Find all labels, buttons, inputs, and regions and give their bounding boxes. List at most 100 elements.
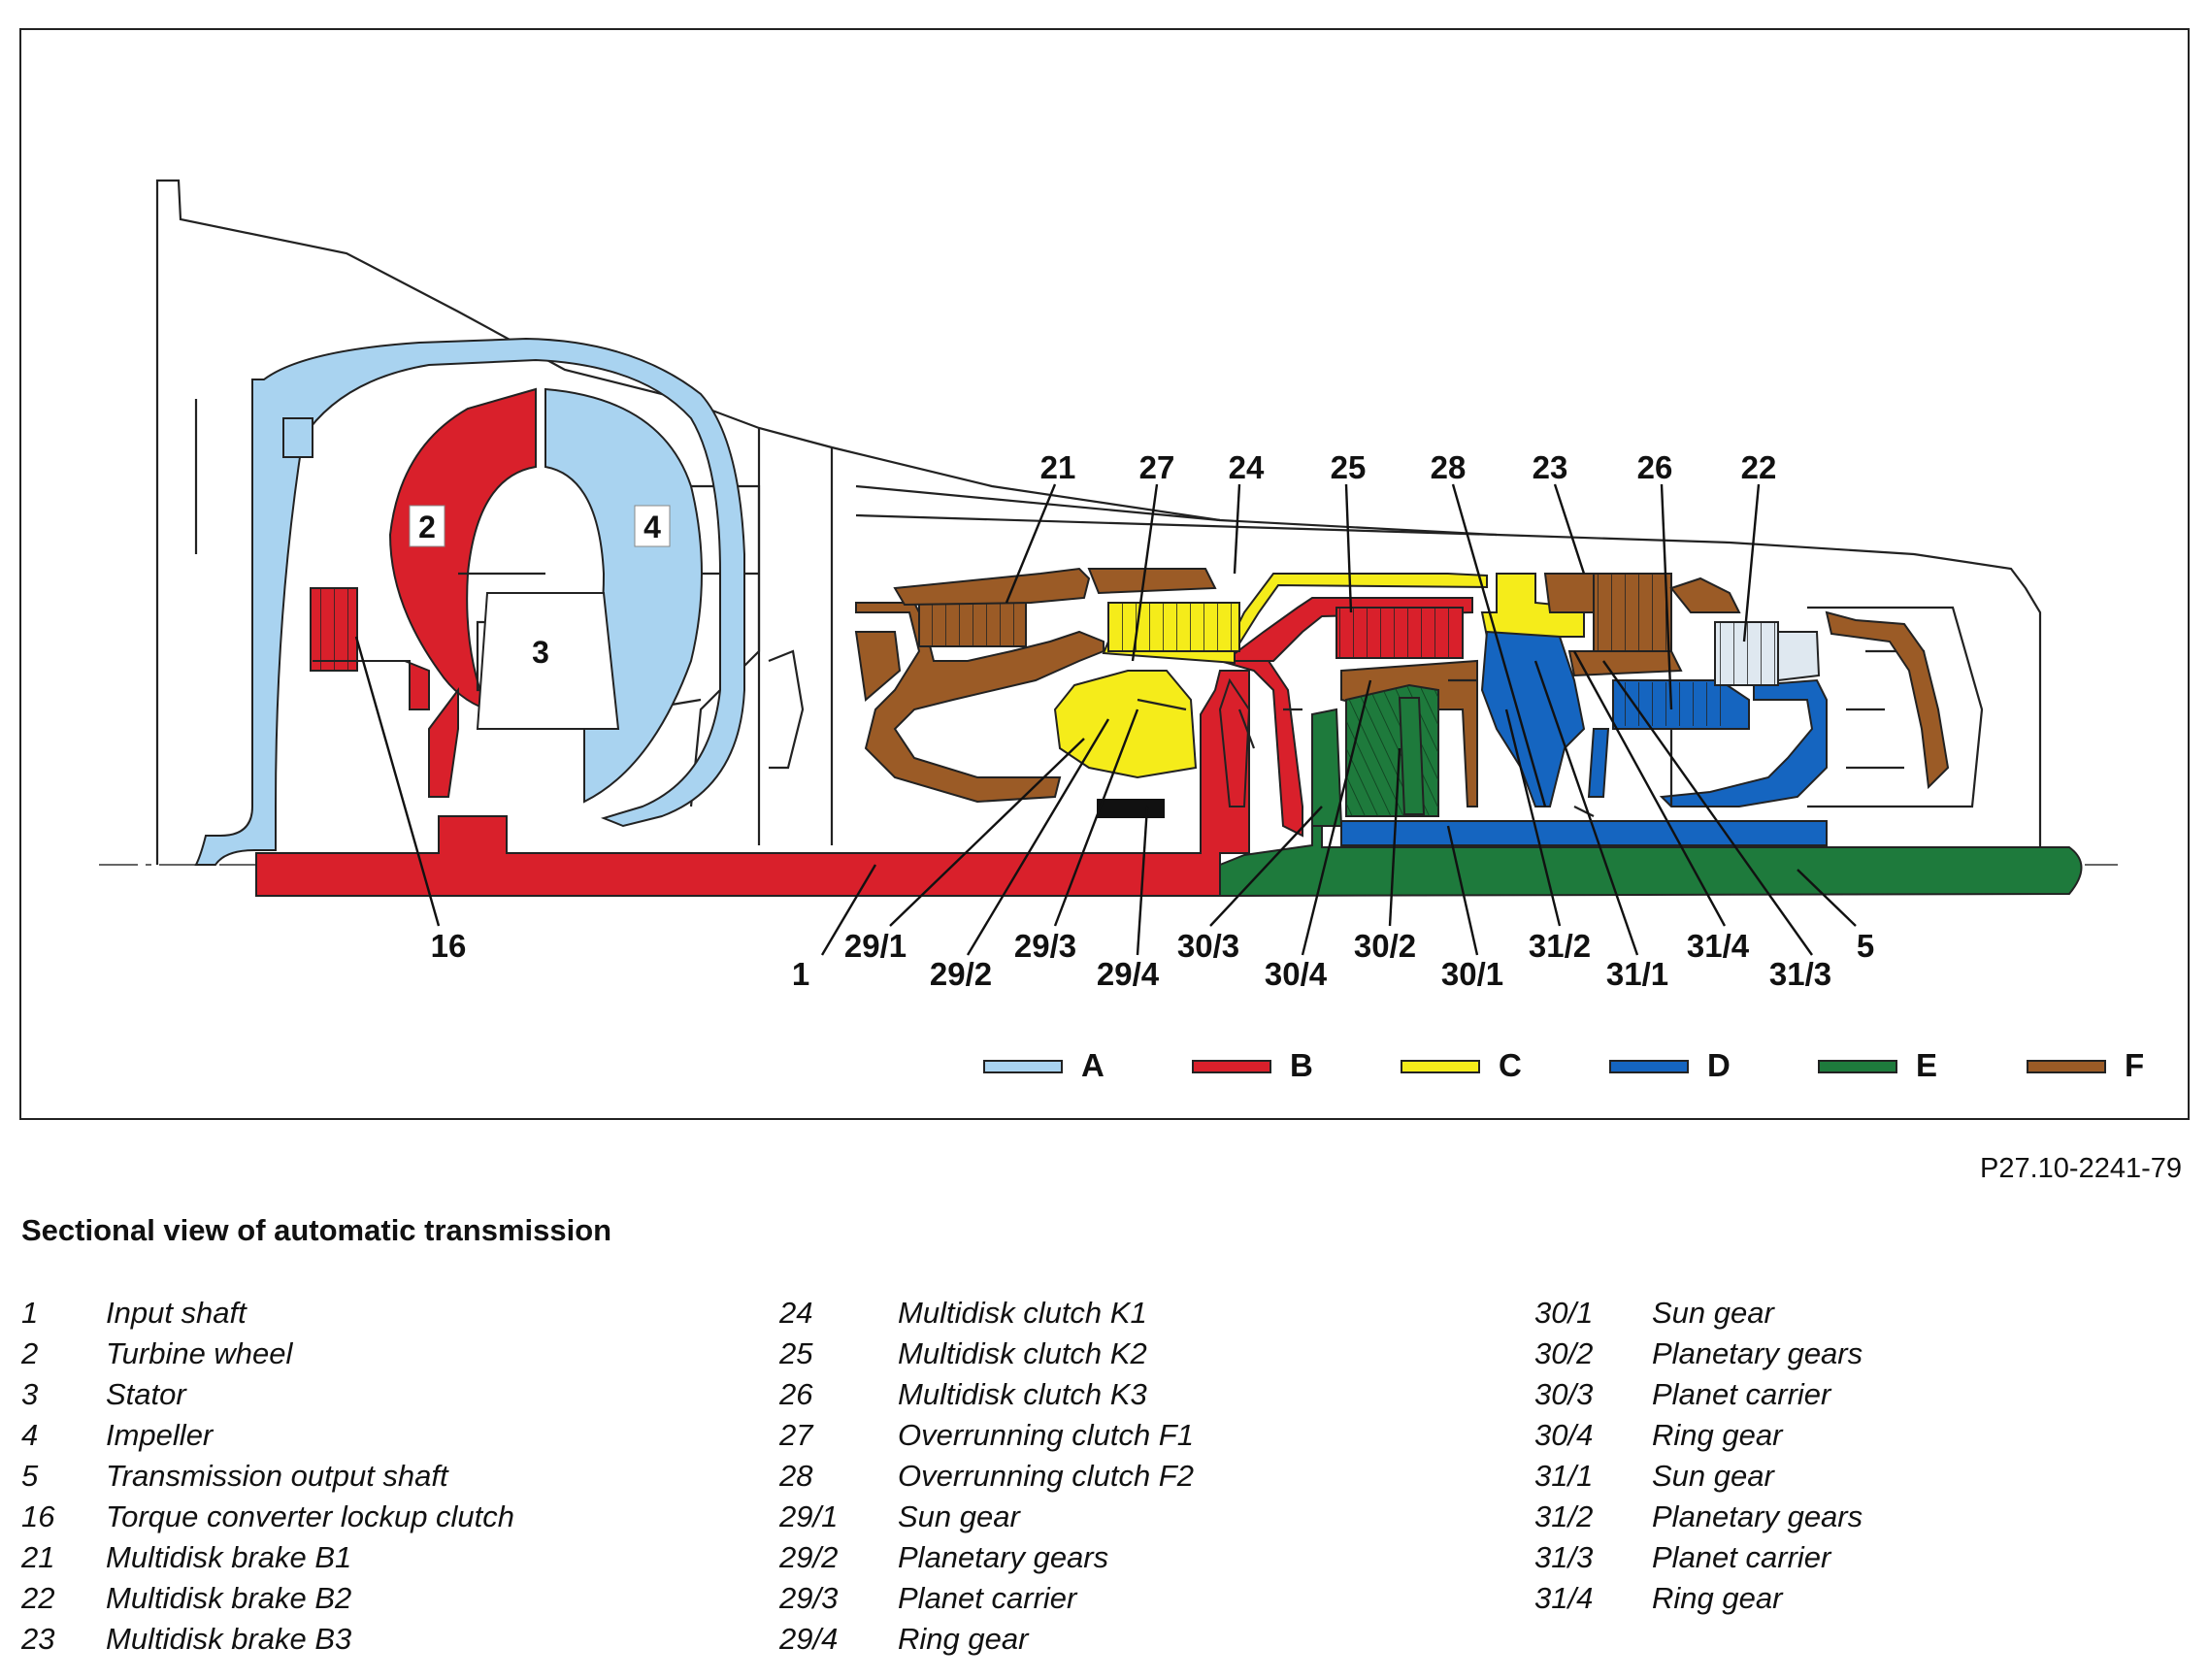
stator-block bbox=[476, 592, 620, 730]
legend-number: 2 bbox=[21, 1336, 39, 1370]
callout-25: 25 bbox=[1331, 449, 1367, 485]
legend-text: Multidisk brake B2 bbox=[106, 1581, 352, 1615]
legend-text: Planetary gears bbox=[1652, 1336, 1863, 1370]
callout-24: 24 bbox=[1229, 449, 1265, 485]
transmission-figure: 2 4 3 bbox=[19, 28, 2190, 1120]
legend-text: Transmission output shaft bbox=[106, 1459, 448, 1493]
callout-29-2: 29/2 bbox=[930, 956, 992, 992]
legend-text: Multidisk clutch K1 bbox=[898, 1296, 1147, 1330]
color-key-swatch bbox=[1192, 1060, 1271, 1073]
callout-16: 16 bbox=[431, 928, 467, 964]
legend-number: 30/3 bbox=[1534, 1377, 1594, 1411]
label-turbine: 2 bbox=[418, 510, 436, 544]
legend-row: 29/1 Sun gear bbox=[779, 1497, 1194, 1537]
color-key-label: A bbox=[1081, 1047, 1104, 1083]
legend-text: Input shaft bbox=[106, 1296, 247, 1330]
legend-number: 22 bbox=[21, 1581, 55, 1615]
legend-number: 4 bbox=[21, 1418, 39, 1452]
legend-row: 30/2 Planetary gears bbox=[1534, 1334, 1863, 1374]
legend-number: 1 bbox=[21, 1296, 39, 1330]
legend-text: Sun gear bbox=[898, 1499, 1020, 1533]
callout-29-4: 29/4 bbox=[1097, 956, 1160, 992]
legend-row: 27 Overrunning clutch F1 bbox=[779, 1415, 1194, 1456]
color-key-swatch bbox=[1609, 1060, 1689, 1073]
legend-text: Sun gear bbox=[1652, 1296, 1774, 1330]
callout-28: 28 bbox=[1431, 449, 1467, 485]
legend-number: 28 bbox=[779, 1459, 813, 1493]
legend-number: 30/2 bbox=[1534, 1336, 1594, 1370]
color-key-label: F bbox=[2125, 1047, 2144, 1083]
legend-text: Ring gear bbox=[1652, 1418, 1783, 1452]
callout-30-2: 30/2 bbox=[1354, 928, 1416, 964]
legend-number: 23 bbox=[21, 1622, 55, 1656]
legend-number: 31/1 bbox=[1534, 1459, 1594, 1493]
caption-title: Sectional view of automatic transmission bbox=[21, 1213, 612, 1247]
color-key-swatch bbox=[983, 1060, 1063, 1073]
legend-text: Turbine wheel bbox=[106, 1336, 293, 1370]
color-key-swatch bbox=[2027, 1060, 2106, 1073]
legend-text: Sun gear bbox=[1652, 1459, 1774, 1493]
legend-row: 1 Input shaft bbox=[21, 1293, 514, 1334]
color-key-label: D bbox=[1707, 1047, 1731, 1083]
callout-1: 1 bbox=[792, 956, 809, 992]
legend-number: 27 bbox=[779, 1418, 813, 1452]
callout-26: 26 bbox=[1637, 449, 1673, 485]
legend-text: Multidisk brake B1 bbox=[106, 1540, 352, 1574]
legend-number: 24 bbox=[779, 1296, 813, 1330]
legend-row: 23 Multidisk brake B3 bbox=[21, 1619, 514, 1660]
callout-23: 23 bbox=[1533, 449, 1568, 485]
group-b-turbine-input bbox=[255, 387, 1473, 897]
legend-number: 26 bbox=[779, 1377, 813, 1411]
band-black bbox=[1097, 799, 1165, 818]
legend-text: Multidisk clutch K2 bbox=[898, 1336, 1147, 1370]
group-c-overrunning bbox=[1053, 573, 1585, 779]
label-box-4 bbox=[634, 505, 671, 547]
legend-text: Planet carrier bbox=[1652, 1540, 1831, 1574]
legend-number: 30/1 bbox=[1534, 1296, 1594, 1330]
legend-text: Planet carrier bbox=[1652, 1377, 1831, 1411]
legend-row: 29/4 Ring gear bbox=[779, 1619, 1194, 1660]
legend-text: Ring gear bbox=[1652, 1581, 1783, 1615]
legend-text: Multidisk clutch K3 bbox=[898, 1377, 1147, 1411]
legend-number: 3 bbox=[21, 1377, 39, 1411]
callout-29-3: 29/3 bbox=[1014, 928, 1076, 964]
legend-text: Planetary gears bbox=[1652, 1499, 1863, 1533]
callout-31-3: 31/3 bbox=[1769, 956, 1831, 992]
legend-number: 29/4 bbox=[779, 1622, 839, 1656]
group-a-impeller bbox=[194, 337, 745, 866]
group-a-brake-b2 bbox=[1714, 621, 1821, 686]
callout-27: 27 bbox=[1139, 449, 1175, 485]
leader-lines bbox=[354, 483, 1857, 956]
legend-text: Multidisk brake B3 bbox=[106, 1622, 352, 1656]
legend-row: 30/1 Sun gear bbox=[1534, 1293, 1863, 1334]
callout-22: 22 bbox=[1741, 449, 1777, 485]
callout-31-1: 31/1 bbox=[1606, 956, 1668, 992]
legend-number: 29/1 bbox=[779, 1499, 839, 1533]
legend-number: 31/4 bbox=[1534, 1581, 1594, 1615]
legend-number: 29/3 bbox=[779, 1581, 839, 1615]
legend-text: Overrunning clutch F1 bbox=[898, 1418, 1194, 1452]
legend-text: Ring gear bbox=[898, 1622, 1029, 1656]
group-e-output bbox=[1219, 683, 2083, 898]
legend-text: Overrunning clutch F2 bbox=[898, 1459, 1194, 1493]
legend-number: 29/2 bbox=[779, 1540, 839, 1574]
callout-5: 5 bbox=[1857, 928, 1874, 964]
legend-row: 22 Multidisk brake B2 bbox=[21, 1578, 514, 1619]
label-impeller: 4 bbox=[643, 510, 661, 544]
reference-code: P27.10-2241-79 bbox=[1980, 1153, 2182, 1184]
legend-row: 31/4 Ring gear bbox=[1534, 1578, 1863, 1619]
legend-text: Stator bbox=[106, 1377, 186, 1411]
